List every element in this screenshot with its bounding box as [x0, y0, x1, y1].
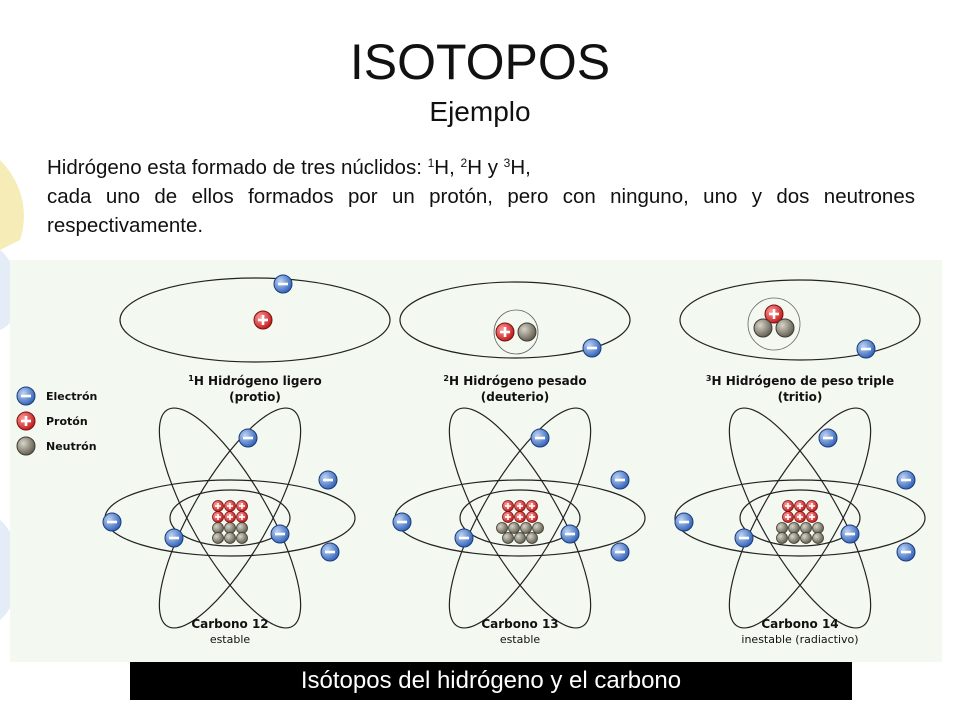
- carbon-12-sub: estable: [210, 633, 251, 646]
- hydrogen-2-sub: (deuterio): [481, 390, 549, 404]
- electron-icon: [320, 542, 340, 562]
- legend: Electrón Protón Neutrón: [16, 386, 97, 456]
- electron-icon: [318, 470, 338, 490]
- carbon-14-nucleus: [776, 500, 824, 544]
- electron-icon: [610, 542, 630, 562]
- carbon-12-atom: [102, 390, 356, 646]
- electron-icon: [270, 524, 290, 544]
- carbon-14-name: Carbono 14: [761, 617, 838, 631]
- electron-icon: [454, 528, 474, 548]
- electron-icon: [16, 386, 36, 406]
- hydrogen-1-atom: 1H Hidrógeno ligero (protio): [119, 274, 391, 404]
- carbon-13-sub: estable: [500, 633, 541, 646]
- neutron-icon: [517, 322, 537, 342]
- mass-number-1: 1: [427, 156, 435, 170]
- hydrogen-2-name: 2H Hidrógeno pesado: [443, 374, 586, 388]
- element-3: H,: [510, 156, 531, 179]
- neutron-icon: [16, 436, 36, 456]
- electron-icon: [392, 512, 412, 532]
- legend-neutron: Neutrón: [16, 436, 97, 456]
- electron-icon: [560, 524, 580, 544]
- hydrogen-3-atom: 3H Hidrógeno de peso triple (tritio): [679, 279, 921, 404]
- carbon-13-name: Carbono 13: [481, 617, 558, 631]
- electron-icon: [238, 428, 258, 448]
- electron-icon: [610, 470, 630, 490]
- carbon-12-nucleus: [212, 500, 248, 544]
- legend-proton: Protón: [16, 411, 88, 431]
- electron-icon: [840, 524, 860, 544]
- legend-neutron-label: Neutrón: [46, 440, 97, 453]
- proton-icon: [495, 322, 515, 342]
- carbon-13-nucleus: [496, 500, 544, 544]
- legend-electron-label: Electrón: [46, 390, 97, 403]
- hydrogen-1-name: 1H Hidrógeno ligero: [188, 374, 322, 388]
- paragraph-line-2: cada uno de ellos formados por un protón…: [47, 185, 915, 237]
- electron-icon: [896, 470, 916, 490]
- figure-caption: Isótopos del hidrógeno y el carbono: [130, 662, 852, 700]
- legend-proton-label: Protón: [46, 415, 88, 428]
- electron-icon: [674, 512, 694, 532]
- hydrogen-1-sub: (protio): [229, 390, 281, 404]
- paragraph-line-1: Hidrógeno esta formado de tres núclidos:…: [47, 153, 915, 182]
- neutron-icon: [775, 318, 795, 338]
- neutron-icon: [753, 318, 773, 338]
- slide-subtitle: Ejemplo: [429, 96, 531, 127]
- electron-icon: [273, 274, 293, 294]
- proton-icon: [16, 411, 36, 431]
- hydrogen-2-atom: 2H Hidrógeno pesado (deuterio): [399, 281, 631, 404]
- lead-text: Hidrógeno esta formado de tres núclidos:: [47, 156, 428, 179]
- body-text: Hidrógeno esta formado de tres núclidos:…: [47, 153, 915, 240]
- carbon-13-atom: [392, 390, 646, 646]
- mass-number-3: 3: [503, 156, 511, 170]
- electron-icon: [582, 338, 602, 358]
- hydrogen-3-name: 3H Hidrógeno de peso triple: [706, 374, 894, 388]
- electron-icon: [896, 542, 916, 562]
- electron-icon: [734, 528, 754, 548]
- isotopes-figure: Electrón Protón Neutrón 1H Hidrógeno lig…: [10, 260, 942, 662]
- mass-number-2: 2: [460, 156, 468, 170]
- electron-icon: [164, 528, 184, 548]
- carbon-14-atom: [674, 390, 926, 646]
- element-1: H,: [434, 156, 461, 179]
- legend-electron: Electrón: [16, 386, 97, 406]
- electron-icon: [856, 339, 876, 359]
- carbon-14-sub: inestable (radiactivo): [741, 633, 858, 646]
- electron-icon: [818, 428, 838, 448]
- carbon-12-name: Carbono 12: [191, 617, 268, 631]
- hydrogen-3-sub: (tritio): [778, 390, 823, 404]
- isotopes-diagram: Electrón Protón Neutrón 1H Hidrógeno lig…: [16, 274, 926, 646]
- electron-icon: [102, 512, 122, 532]
- slide-title: ISOTOPOS: [349, 34, 611, 90]
- proton-icon: [253, 310, 273, 330]
- electron-icon: [530, 428, 550, 448]
- element-2: H y: [467, 156, 504, 179]
